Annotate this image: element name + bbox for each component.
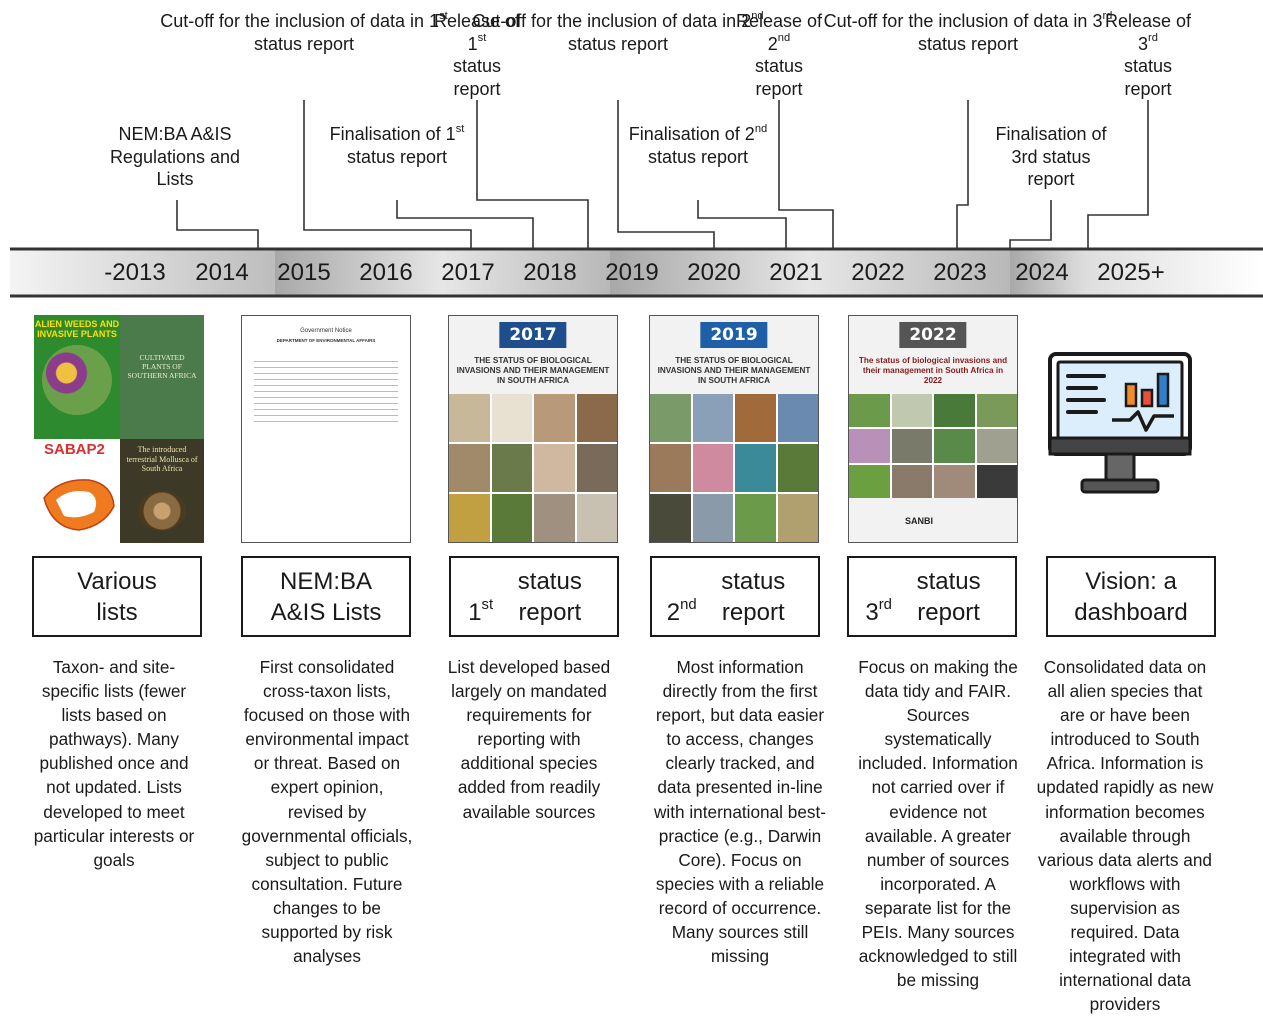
event-finalisation-1st: Finalisation of 1st status report xyxy=(329,122,465,167)
event-release-2nd: Release of 2nd status report xyxy=(735,11,823,99)
connector-release2 xyxy=(778,100,834,249)
event-release-3rd: Release of 3rd status report xyxy=(1104,11,1192,99)
photo-grid xyxy=(449,394,617,542)
connector-nemba xyxy=(176,200,259,249)
year-label: 2016 xyxy=(359,259,413,286)
year-label: 2014 xyxy=(195,259,249,286)
connector-release1 xyxy=(476,100,589,249)
year-label: 2022 xyxy=(851,259,905,286)
event-nemba-regulations: NEM:BA A&IS Regulations and Lists xyxy=(109,124,241,189)
box-1st-status-report: 1st status report xyxy=(449,556,619,637)
book-alien-weeds: ALIEN WEEDS AND INVASIVE PLANTS xyxy=(34,315,120,439)
connector-final1 xyxy=(396,200,534,249)
photo-grid xyxy=(650,394,818,542)
event-finalisation-3rd: Finalisation of 3rd status report xyxy=(995,124,1107,189)
year-label: 2023 xyxy=(933,259,987,286)
event-cutoff-1st: Cut-off for the inclusion of data in 1st… xyxy=(160,9,448,54)
sabap2-map: SABAP2 xyxy=(34,439,120,543)
box-various-lists: Various lists xyxy=(32,556,202,637)
box-vision-dashboard: Vision: a dashboard xyxy=(1046,556,1216,637)
event-release-1st: Release of 1st status report xyxy=(433,11,521,99)
box-3rd-status-report: 3rd status report xyxy=(847,556,1017,637)
event-cutoff-3rd: Cut-off for the inclusion of data in 3rd… xyxy=(823,9,1113,54)
desc-1st-status-report: List developed based largely on mandated… xyxy=(447,657,611,822)
photo-grid xyxy=(849,394,1017,498)
connector-cutoff3 xyxy=(956,100,969,249)
monitor-dashboard-icon xyxy=(1048,352,1192,494)
year-label: 2019 xyxy=(605,259,659,286)
connector-release3 xyxy=(1087,100,1149,249)
sanbi-logo: SANBI xyxy=(905,516,934,526)
box-nemba-lists: NEM:BA A&IS Lists xyxy=(241,556,411,637)
desc-various-lists: Taxon- and site-specific lists (fewer li… xyxy=(33,657,195,870)
snail-photo xyxy=(138,491,186,531)
desc-vision-dashboard: Consolidated data on all alien species t… xyxy=(1036,657,1214,1015)
year-label: 2018 xyxy=(523,259,577,286)
status-report-2019-cover: 2019 THE STATUS OF BIOLOGICAL INVASIONS … xyxy=(649,315,819,543)
year-label: 2021 xyxy=(769,259,823,286)
flower-photos xyxy=(42,345,112,415)
year-label: -2013 xyxy=(104,259,166,286)
document-lines xyxy=(254,356,398,426)
desc-2nd-status-report: Most information directly from the first… xyxy=(654,657,826,967)
south-africa-map-icon xyxy=(43,479,115,531)
year-label: 2020 xyxy=(687,259,741,286)
status-report-2022-cover: 2022 The status of biological invasions … xyxy=(848,315,1018,543)
various-lists-collage: ALIEN WEEDS AND INVASIVE PLANTS CULTIVAT… xyxy=(34,315,204,543)
connector-cutoff2 xyxy=(617,100,715,249)
status-report-2017-cover: 2017 THE STATUS OF BIOLOGICAL INVASIONS … xyxy=(448,315,618,543)
year-label: 2024 xyxy=(1015,259,1069,286)
year-label: 2015 xyxy=(277,259,331,286)
box-2nd-status-report: 2nd status report xyxy=(650,556,820,637)
desc-nemba-lists: First consolidated cross-taxon lists, fo… xyxy=(241,657,413,967)
timeline-band xyxy=(10,249,1263,296)
desc-3rd-status-report: Focus on making the data tidy and FAIR. … xyxy=(858,657,1018,991)
event-text: Cut-off for the inclusion of data in 1 xyxy=(160,11,440,31)
connector-final3 xyxy=(1009,200,1052,249)
government-notice-thumbnail: Government Notice DEPARTMENT OF ENVIRONM… xyxy=(241,315,411,543)
event-finalisation-2nd: Finalisation of 2nd status report xyxy=(628,122,768,167)
year-label: 2025+ xyxy=(1097,259,1165,286)
connector-final2 xyxy=(697,200,787,249)
event-cutoff-2nd: Cut-off for the inclusion of data in 2nd… xyxy=(472,9,764,54)
book-mollusca: The introduced terrestrial Mollusca of S… xyxy=(120,439,204,543)
connector-cutoff1 xyxy=(303,100,472,249)
year-label: 2017 xyxy=(441,259,495,286)
book-cultivated-plants: CULTIVATED PLANTS OF SOUTHERN AFRICA xyxy=(120,315,204,439)
